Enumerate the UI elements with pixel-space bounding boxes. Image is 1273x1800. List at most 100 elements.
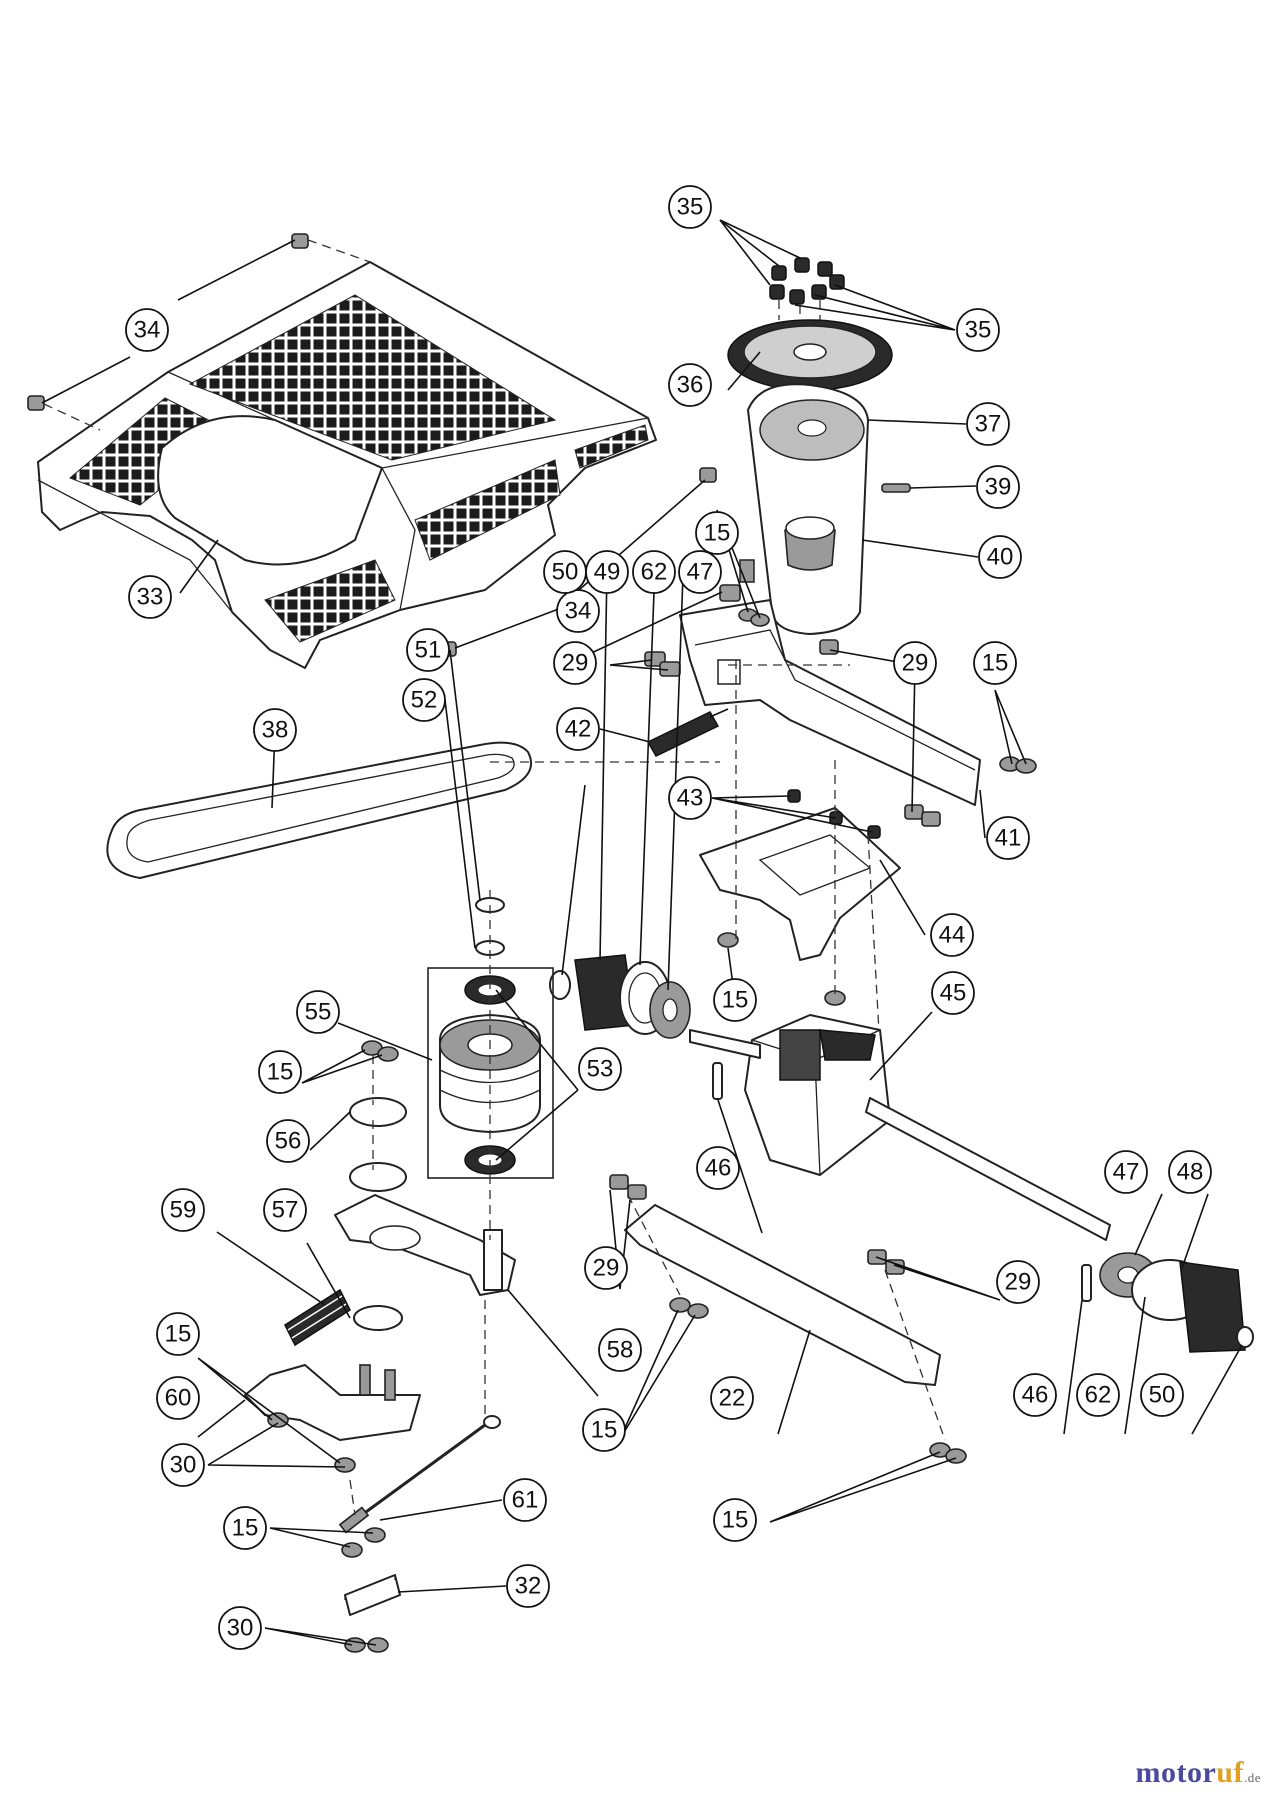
callout-15: 15 (258, 1050, 302, 1094)
brake-arm (244, 1364, 421, 1441)
callout-33: 33 (128, 575, 172, 619)
callout-label: 39 (985, 474, 1012, 501)
callout-15: 15 (223, 1506, 267, 1550)
callout-label: 34 (565, 598, 592, 625)
pulley-disc (727, 319, 893, 391)
callout-59: 59 (161, 1188, 205, 1232)
callout-label: 36 (677, 372, 704, 399)
callout-label: 56 (275, 1128, 302, 1155)
callout-label: 40 (987, 544, 1014, 571)
callout-40: 40 (978, 535, 1022, 579)
brand-text-accent: uf (1216, 1756, 1244, 1789)
callout-label: 42 (565, 716, 592, 743)
callout-50: 50 (543, 550, 587, 594)
belt-cover (747, 383, 911, 635)
callout-60: 60 (156, 1376, 200, 1420)
callout-29: 29 (996, 1260, 1040, 1304)
callout-47: 47 (678, 550, 722, 594)
callout-label: 33 (137, 584, 164, 611)
callout-label: 30 (227, 1615, 254, 1642)
right-sprocket-assembly (1099, 1252, 1254, 1353)
callout-label: 51 (415, 637, 442, 664)
callout-56: 56 (266, 1119, 310, 1163)
callout-label: 15 (165, 1321, 192, 1348)
callout-label: 61 (512, 1487, 539, 1514)
frame-bar (609, 1174, 967, 1464)
callout-label: 43 (677, 785, 704, 812)
callout-label: 15 (704, 520, 731, 547)
callout-label: 29 (902, 650, 929, 677)
callout-41: 41 (986, 816, 1030, 860)
callout-53: 53 (578, 1047, 622, 1091)
callout-label: 15 (722, 987, 749, 1014)
callout-15: 15 (713, 978, 757, 1022)
clutch-spring (284, 1288, 351, 1347)
left-sprocket-assembly (549, 954, 691, 1039)
callout-label: 15 (232, 1515, 259, 1542)
clutch-pulley-assembly (334, 897, 554, 1331)
callout-42: 42 (556, 707, 600, 751)
tension-spring (646, 708, 729, 757)
callout-label: 35 (677, 194, 704, 221)
callout-label: 47 (1113, 1159, 1140, 1186)
callout-46: 46 (696, 1146, 740, 1190)
callout-46: 46 (1013, 1373, 1057, 1417)
callout-label: 29 (562, 650, 589, 677)
callout-62: 62 (1076, 1373, 1120, 1417)
callout-label: 55 (305, 999, 332, 1026)
callout-label: 29 (1005, 1269, 1032, 1296)
engine-hood (37, 261, 657, 669)
callout-15: 15 (973, 641, 1017, 685)
callout-29: 29 (584, 1246, 628, 1290)
callout-label: 38 (262, 717, 289, 744)
callout-label: 35 (965, 317, 992, 344)
callout-label: 45 (940, 980, 967, 1007)
callout-label: 50 (552, 559, 579, 586)
callout-51: 51 (406, 628, 450, 672)
callout-label: 30 (170, 1452, 197, 1479)
callout-52: 52 (402, 678, 446, 722)
callout-34: 34 (556, 589, 600, 633)
callout-49: 49 (585, 550, 629, 594)
callout-15: 15 (713, 1498, 757, 1542)
callout-38: 38 (253, 708, 297, 752)
leader-lines (41, 219, 1243, 1646)
callout-58: 58 (598, 1328, 642, 1372)
callout-44: 44 (930, 913, 974, 957)
callout-55: 55 (296, 990, 340, 1034)
callout-label: 32 (515, 1573, 542, 1600)
callout-15: 15 (156, 1312, 200, 1356)
callout-label: 15 (722, 1507, 749, 1534)
part-callouts: 35 35 34 36 37 39 40 33 34 15 29 29 15 3… (125, 185, 1212, 1650)
callout-30: 30 (161, 1443, 205, 1487)
mounting-bracket (644, 559, 1037, 827)
callout-50: 50 (1140, 1373, 1184, 1417)
axle-shaft (689, 1029, 1111, 1302)
callout-22: 22 (710, 1376, 754, 1420)
callout-57: 57 (263, 1188, 307, 1232)
callout-35: 35 (668, 185, 712, 229)
callout-30: 30 (218, 1606, 262, 1650)
callout-29: 29 (553, 641, 597, 685)
callout-label: 50 (1149, 1382, 1176, 1409)
callout-47: 47 (1104, 1150, 1148, 1194)
callout-15: 15 (695, 511, 739, 555)
callout-label: 48 (1177, 1159, 1204, 1186)
callout-39: 39 (976, 465, 1020, 509)
callout-label: 46 (1022, 1382, 1049, 1409)
callout-label: 52 (411, 687, 438, 714)
callout-label: 44 (939, 922, 966, 949)
callout-label: 41 (995, 825, 1022, 852)
callout-label: 53 (587, 1056, 614, 1083)
callout-32: 32 (506, 1564, 550, 1608)
callout-label: 15 (591, 1417, 618, 1444)
callout-62: 62 (632, 550, 676, 594)
callout-34: 34 (125, 308, 169, 352)
callout-label: 34 (134, 317, 161, 344)
callout-label: 58 (607, 1337, 634, 1364)
callout-label: 46 (705, 1155, 732, 1182)
callout-37: 37 (966, 402, 1010, 446)
callout-35: 35 (956, 308, 1000, 352)
callout-48: 48 (1168, 1150, 1212, 1194)
callout-label: 59 (170, 1197, 197, 1224)
